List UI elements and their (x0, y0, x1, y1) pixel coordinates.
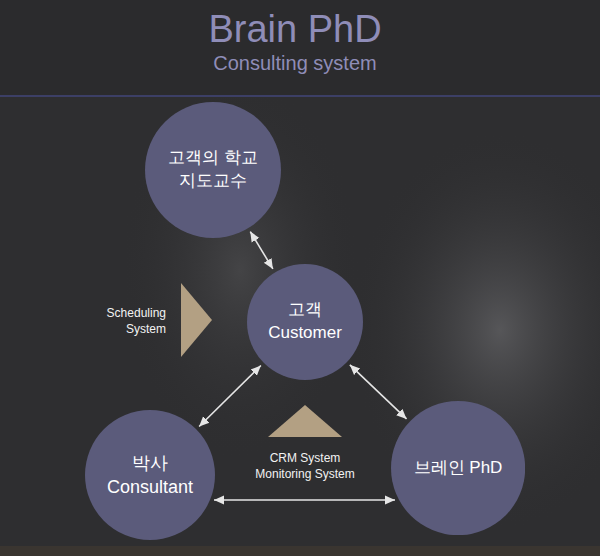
circle-shape (85, 410, 215, 540)
title: Brain PhD (120, 8, 470, 51)
circle-node: 고객 Customer (247, 264, 363, 380)
double-arrow (250, 232, 273, 269)
subtitle: Consulting system (195, 50, 395, 77)
circle-shape (247, 264, 363, 380)
double-arrow (199, 366, 261, 427)
circle-node: 고객의 학교지도교수 (145, 102, 281, 238)
node-text: 고객 Customer (259, 299, 351, 345)
crm-triangle (268, 405, 342, 437)
monitoring-label: Monitoring System (245, 466, 365, 482)
circle-fill (247, 264, 363, 380)
double-arrow (214, 499, 395, 501)
double-arrow (350, 365, 407, 419)
circle-node: 박사 Consultant (85, 410, 215, 540)
circle-fill (391, 401, 525, 535)
node-text: 박사 Consultant (98, 451, 202, 500)
scheduling-triangle (181, 283, 212, 357)
node-text: 고객의 학교지도교수 (161, 147, 265, 193)
circle-node: 브레인 PhD (391, 401, 525, 535)
circle-shape (145, 102, 281, 238)
circle-fill (85, 410, 215, 540)
scheduling-label: Scheduling System (96, 305, 166, 337)
circle-fill (145, 102, 281, 238)
crm-label: CRM System (245, 450, 365, 466)
node-text: 브레인 PhD (398, 457, 518, 480)
